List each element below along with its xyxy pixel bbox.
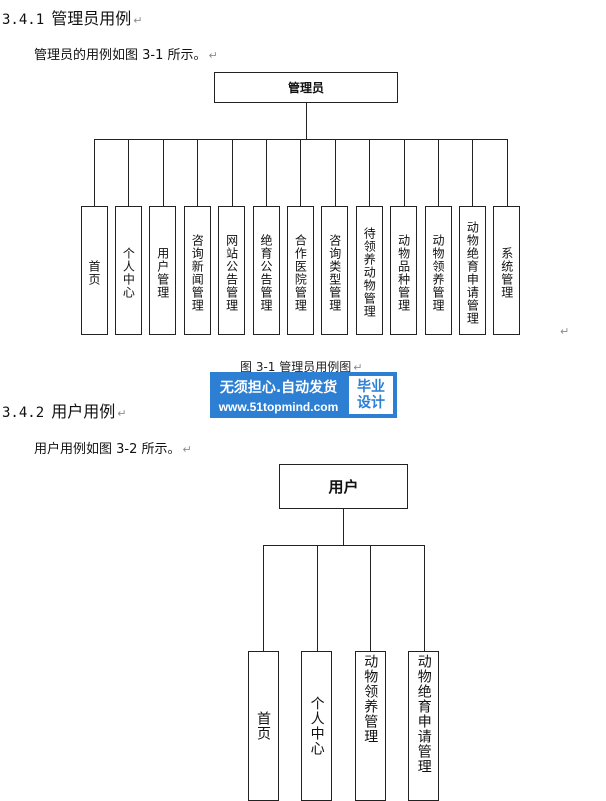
- watermark-stamp: 毕业 设计: [349, 376, 393, 414]
- use-case-box: 用户管理: [149, 206, 177, 335]
- leaf-connector: [506, 139, 508, 206]
- leaf-connector: [128, 139, 130, 206]
- use-case-box: 动物绝育申请管理: [458, 206, 486, 335]
- intro-paragraph-1: 管理员的用例如图 3-1 所示。↵: [34, 44, 218, 63]
- section-title: 用户用例: [51, 402, 116, 421]
- use-case-box: 个人中心: [301, 651, 333, 801]
- use-case-label: 首页: [255, 711, 271, 741]
- leaf-connector: [403, 139, 405, 206]
- use-case-label: 首页: [87, 259, 101, 286]
- use-case-label: 网站公告管理: [224, 233, 239, 312]
- section-heading-3-4-1: 3.4.1 管理员用例↵: [2, 5, 142, 29]
- use-case-box: 网站公告管理: [218, 206, 246, 335]
- leaf-connector: [94, 139, 95, 206]
- leaf-connector: [369, 139, 371, 206]
- intro-paragraph-2: 用户用例如图 3-2 所示。↵: [34, 438, 192, 457]
- watermark-text: 无须担心.自动发货 www.51topmind.com: [210, 372, 347, 418]
- paragraph-mark: ↵: [117, 407, 127, 420]
- paragraph-mark: ↵: [182, 443, 192, 456]
- leaf-connector: [334, 139, 336, 206]
- use-case-box: 待领养动物管理: [355, 206, 383, 335]
- root-label: 用户: [328, 478, 359, 496]
- root-label: 管理员: [287, 81, 324, 95]
- use-case-box: 咨询类型管理: [321, 206, 349, 335]
- section-heading-3-4-2: 3.4.2 用户用例↵: [2, 398, 126, 422]
- leaf-connector: [197, 139, 199, 206]
- branch-line: [263, 545, 424, 546]
- use-case-box: 系统管理: [493, 206, 521, 335]
- use-case-label: 动物领养管理: [362, 654, 379, 744]
- use-case-box: 动物领养管理: [354, 651, 386, 801]
- paragraph-mark: ↵: [208, 49, 218, 62]
- use-case-label: 咨询新闻管理: [190, 233, 205, 312]
- use-case-label: 绝育公告管理: [259, 233, 273, 312]
- use-case-label: 待领养动物管理: [362, 227, 377, 318]
- diagram-root-admin: 管理员: [214, 72, 398, 103]
- root-connector: [306, 103, 307, 140]
- use-case-box: 绝育公告管理: [252, 206, 280, 335]
- watermark-line1: 无须担心.自动发货: [219, 379, 338, 396]
- watermark-url: www.51topmind.com: [218, 399, 339, 414]
- leaf-connector: [316, 545, 318, 651]
- leaf-connector: [162, 139, 164, 206]
- use-case-label: 系统管理: [499, 246, 514, 299]
- paragraph-mark: ↵: [560, 325, 570, 338]
- watermark-badge: 无须担心.自动发货 www.51topmind.com 毕业 设计: [210, 372, 397, 418]
- leaf-connector: [266, 139, 267, 206]
- use-case-label: 用户管理: [155, 246, 170, 299]
- intro-text: 用户用例如图 3-2 所示。: [34, 442, 181, 457]
- use-case-box: 动物品种管理: [390, 206, 418, 335]
- use-case-box: 动物领养管理: [424, 206, 452, 335]
- paragraph-mark: ↵: [133, 14, 143, 27]
- leaf-connector: [423, 545, 425, 651]
- root-connector: [343, 509, 344, 546]
- section-number: 3.4.2: [2, 405, 45, 421]
- diagram-root-user: 用户: [279, 464, 408, 509]
- figure-caption-3-1: 图 3-1 管理员用例图↵: [240, 360, 363, 374]
- section-title: 管理员用例: [51, 9, 132, 28]
- use-case-label: 个人中心: [308, 696, 325, 756]
- use-case-label: 动物绝育申请管理: [415, 654, 432, 774]
- leaf-connector: [438, 139, 439, 206]
- leaf-connector: [370, 545, 372, 651]
- use-case-label: 咨询类型管理: [327, 233, 342, 312]
- watermark-stamp-top: 毕业: [357, 378, 385, 395]
- use-case-label: 个人中心: [121, 246, 136, 299]
- use-case-label: 动物绝育申请管理: [465, 220, 480, 325]
- use-case-label: 合作医院管理: [293, 233, 308, 312]
- watermark-stamp-bottom: 设计: [357, 395, 385, 411]
- use-case-box: 首页: [247, 651, 279, 801]
- intro-text: 管理员的用例如图 3-1 所示。: [34, 48, 207, 63]
- use-case-box: 咨询新闻管理: [183, 206, 211, 335]
- leaf-connector: [472, 139, 474, 206]
- leaf-connector: [300, 139, 302, 206]
- leaf-connector: [263, 545, 264, 651]
- use-case-box: 个人中心: [114, 206, 142, 335]
- section-number: 3.4.1: [2, 12, 45, 28]
- leaf-connector: [231, 139, 233, 206]
- use-case-label: 动物领养管理: [431, 233, 445, 312]
- use-case-label: 动物品种管理: [396, 233, 411, 312]
- use-case-box: 首页: [80, 206, 108, 335]
- use-case-box: 动物绝育申请管理: [408, 651, 440, 801]
- use-case-box: 合作医院管理: [286, 206, 314, 335]
